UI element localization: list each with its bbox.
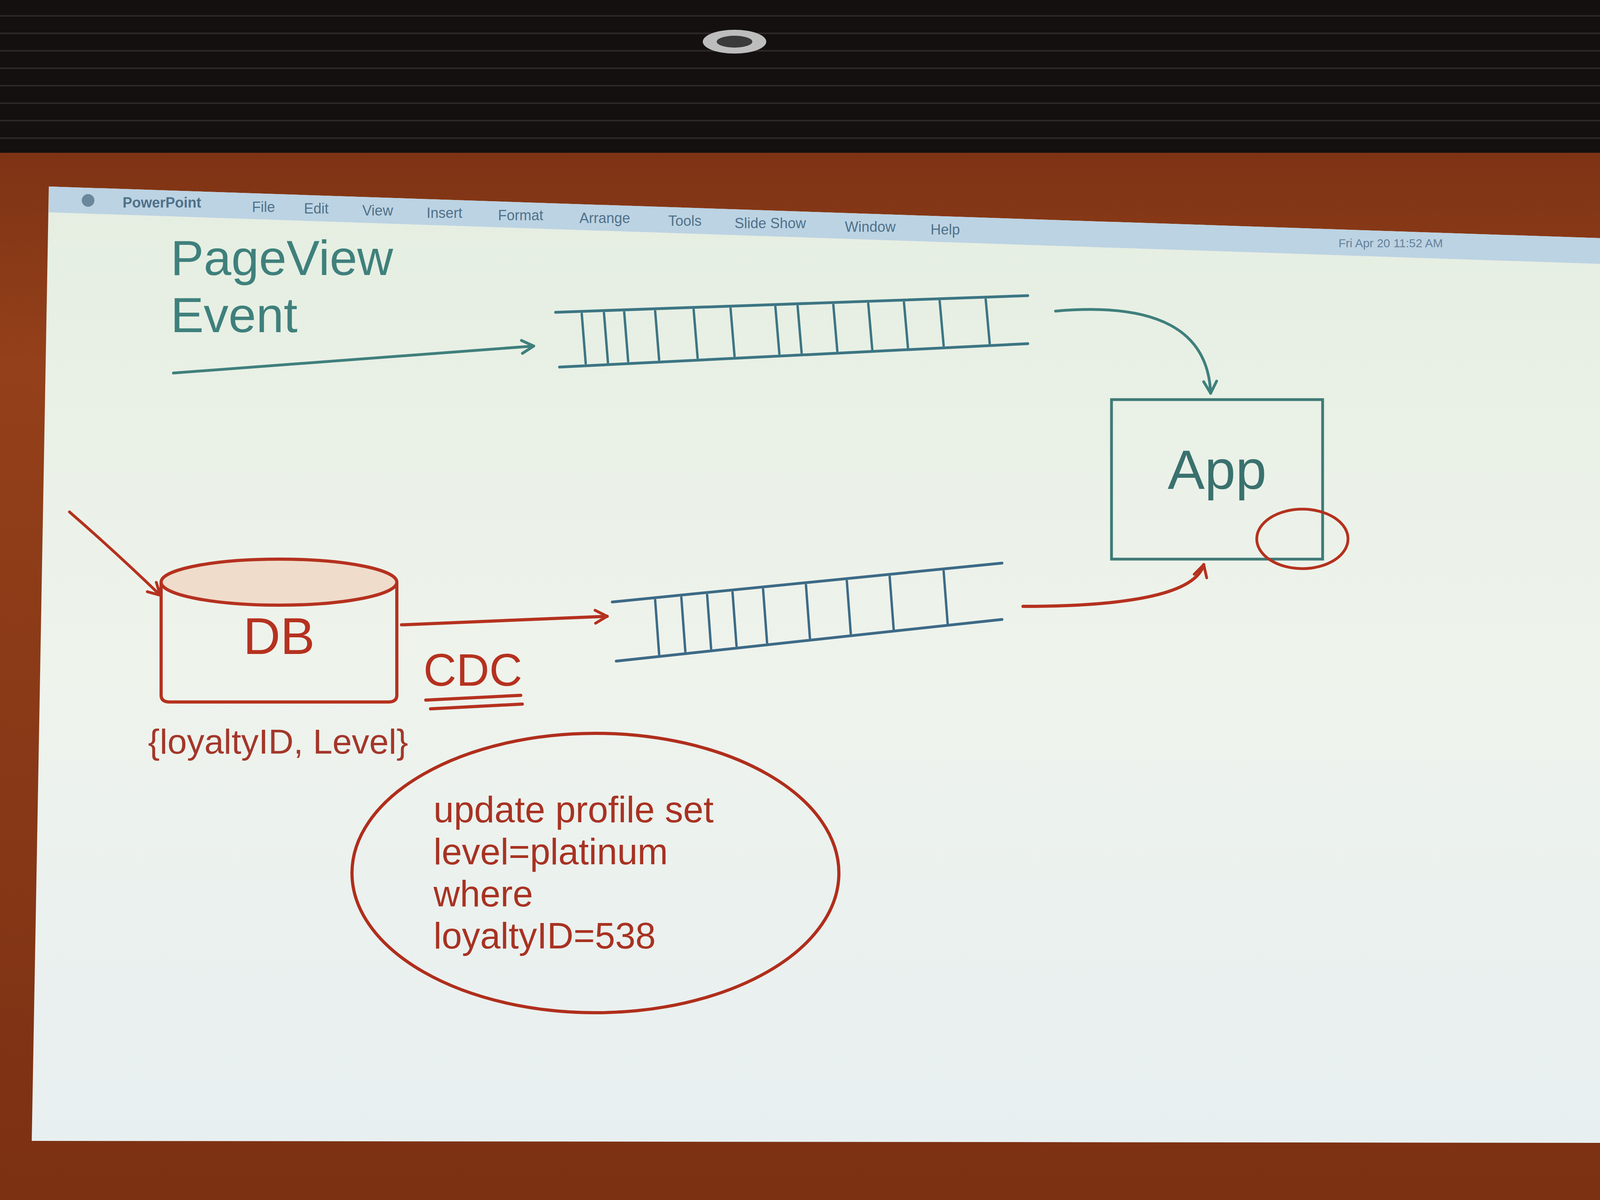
consume-arrow [1055, 309, 1211, 394]
arrow-head [1194, 564, 1207, 578]
node-label: App [1167, 437, 1267, 502]
queue-tick [833, 304, 838, 351]
queue-symbol [612, 563, 1002, 662]
queue-tick [763, 589, 768, 643]
queue-line [559, 343, 1028, 368]
cdc-connector [401, 564, 1207, 625]
event-label: PageView Event [170, 229, 394, 344]
queue-tick [943, 571, 948, 624]
queue-tick [868, 303, 873, 350]
arrow-head [521, 340, 534, 354]
menu-item: View [362, 202, 393, 219]
app-box: App [1109, 398, 1325, 561]
label-underline [425, 695, 521, 700]
queue-tick [655, 311, 660, 360]
queue-tick [775, 306, 780, 354]
queue-tick [889, 576, 894, 629]
write-arrow [69, 511, 161, 596]
queue-tick [624, 312, 629, 362]
label-underline [430, 703, 523, 709]
menu-item: Window [844, 218, 896, 235]
ceiling [0, 0, 1600, 153]
menu-item: Slide Show [734, 215, 806, 232]
queue-tick [655, 600, 660, 654]
queue-tick [603, 313, 608, 363]
queue-tick [903, 302, 908, 348]
arrow-head [1203, 381, 1217, 394]
slide [31, 186, 1600, 1143]
queue-tick [693, 309, 698, 358]
menu-item: Tools [668, 212, 702, 229]
edge-label: CDC [423, 643, 523, 697]
note-ellipse: update profile set level=platinum where … [349, 730, 842, 1016]
queue-tick [681, 597, 686, 652]
queue-tick [939, 301, 944, 346]
node-label: DB [243, 606, 316, 667]
queue-tick [581, 313, 586, 364]
node-outline [349, 730, 842, 1016]
queue-tick [985, 299, 990, 344]
ceiling-light [702, 29, 767, 54]
connector-line [401, 564, 1204, 625]
menu-item: Arrange [579, 209, 631, 227]
queue-tick [797, 305, 802, 353]
menu-item: Help [930, 221, 960, 238]
event-arrow [173, 346, 534, 374]
database-cylinder: DB [157, 555, 400, 704]
node-label: update profile set level=platinum where … [433, 788, 758, 957]
queue-tick [805, 584, 810, 639]
menu-item: Insert [426, 204, 463, 222]
menu-item: Edit [303, 200, 329, 217]
sketch-decoration [69, 295, 1217, 662]
menu-item: File [251, 198, 275, 216]
state-store-circle [1256, 509, 1349, 569]
queue-tick [846, 580, 851, 634]
menu-clock: Fri Apr 20 11:52 AM [1338, 236, 1443, 251]
arrow-head [147, 582, 161, 596]
queue-tick [730, 308, 735, 356]
schema-label: {loyaltyID, Level} [148, 721, 409, 762]
queue-symbol [555, 295, 1028, 368]
menu-item: Format [498, 207, 544, 224]
menu-item: PowerPoint [122, 194, 202, 211]
queue-line [555, 295, 1028, 313]
queue-tick [707, 594, 712, 649]
apple-logo [81, 194, 95, 207]
queue-tick [732, 592, 737, 647]
ceiling-light [716, 35, 753, 48]
